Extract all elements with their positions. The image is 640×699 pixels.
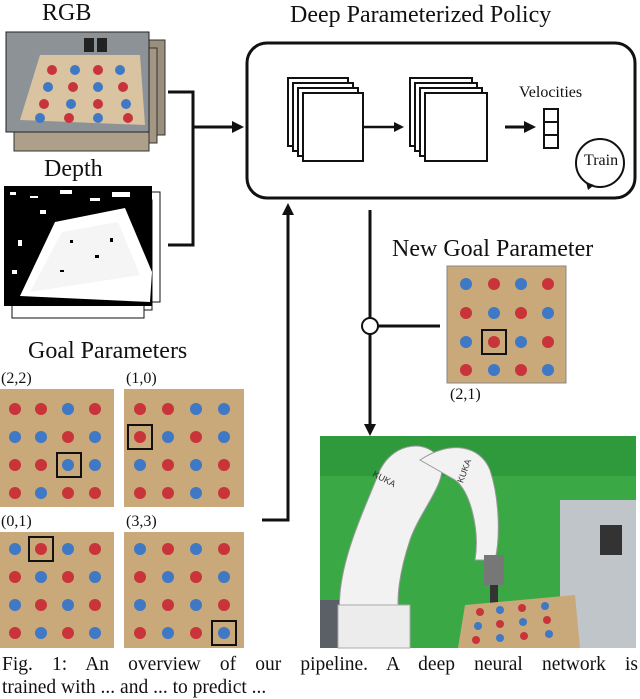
robot-photo	[320, 436, 636, 649]
goal-d-coord: (3,3)	[126, 513, 157, 530]
figure-caption-line-1: Fig. 1: An overview of our pipeline. A d…	[2, 654, 638, 675]
depth-label: Depth	[44, 156, 103, 182]
goal-board-b	[124, 389, 244, 507]
input-connector	[168, 90, 244, 247]
goal-board-d	[124, 532, 244, 648]
new-goal-board	[446, 265, 567, 384]
goal-b-coord: (1,0)	[126, 370, 157, 387]
goal-board-c	[0, 532, 114, 648]
conv-layer-2	[409, 77, 488, 162]
goal-to-policy-connector	[262, 203, 294, 522]
figure-caption-line-2: trained with ... and ... to predict ...	[2, 677, 267, 698]
policy-to-robot-connector	[361, 210, 440, 436]
goal-board-a	[0, 389, 114, 507]
velocities-label: Velocities	[519, 84, 583, 101]
new-goal-title: New Goal Parameter	[392, 236, 594, 262]
policy-box	[245, 41, 637, 200]
rgb-pegs	[35, 65, 133, 123]
rgb-image-stack	[5, 31, 166, 152]
goal-params-title: Goal Parameters	[28, 338, 188, 364]
velocity-output-vector	[543, 108, 559, 149]
train-cycle-icon	[575, 138, 625, 190]
goal-a-coord: (2,2)	[1, 370, 32, 387]
conv-layer-1	[287, 77, 364, 162]
diagram-graphics	[0, 31, 637, 649]
rgb-label: RGB	[42, 0, 92, 26]
policy-title: Deep Parameterized Policy	[290, 2, 552, 28]
train-label: Train	[584, 152, 619, 169]
new-goal-coord: (2,1)	[450, 386, 481, 403]
goal-c-coord: (0,1)	[1, 513, 32, 530]
depth-image-stack	[4, 186, 161, 319]
